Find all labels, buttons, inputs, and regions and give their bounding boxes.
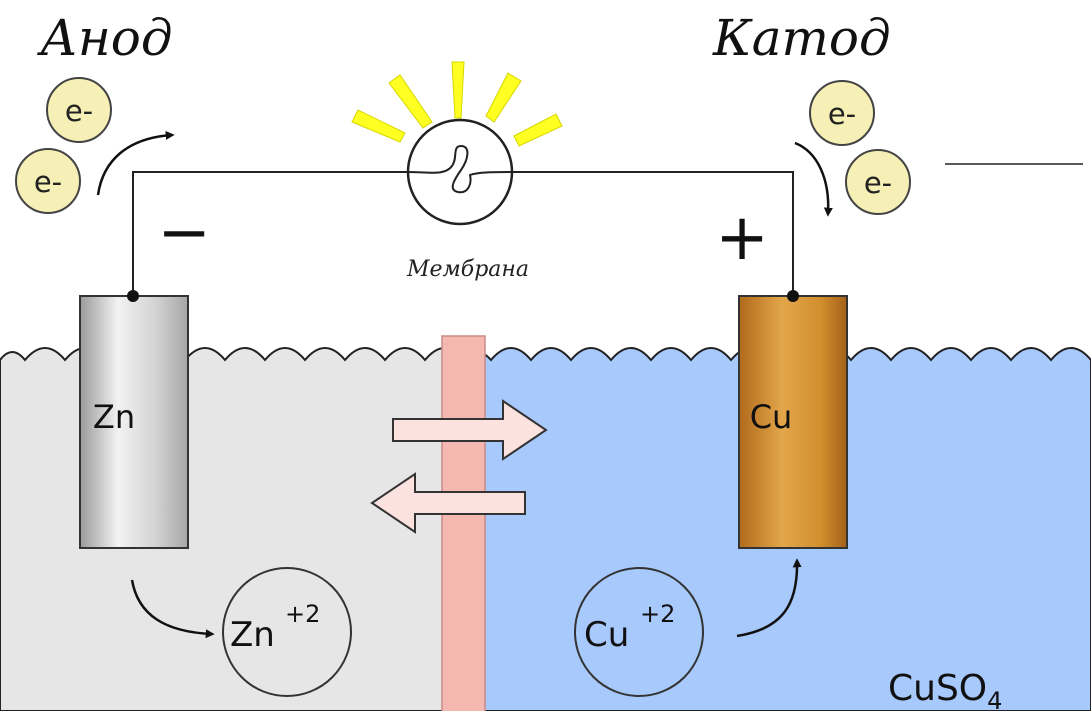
svg-text:Zn: Zn	[230, 615, 275, 655]
anode-solution	[0, 347, 464, 711]
cathode-electron-arrow	[794, 141, 833, 217]
membrane-bar	[441, 335, 486, 711]
anode-title: Анод	[37, 9, 173, 67]
light-bulb	[406, 118, 514, 226]
circuit-wire	[132, 171, 794, 296]
svg-text:e-: e-	[34, 165, 62, 199]
zinc-electrode	[79, 295, 189, 549]
anode-contact-dot	[127, 290, 139, 302]
svg-text:Cu: Cu	[584, 615, 629, 655]
bulb-filament-icon	[407, 144, 513, 194]
zinc-ion: Zn +2	[222, 567, 352, 697]
cathode-contact-dot	[787, 290, 799, 302]
svg-text:e-: e-	[65, 94, 93, 128]
zinc-electrode-label: Zn	[93, 398, 135, 436]
bulb-rays	[351, 61, 563, 147]
ion-arrow-left	[370, 472, 526, 534]
electrolyte-label: CuSO4	[888, 668, 1002, 711]
svg-text:+2: +2	[285, 600, 320, 628]
membrane-label: Мембрана	[406, 257, 529, 282]
zinc-ion-arrow	[130, 579, 215, 639]
copper-electrode-label: Cu	[750, 398, 793, 436]
cathode-electron-2: e-	[845, 149, 911, 215]
ion-arrow-right	[392, 399, 548, 461]
cathode-title: Катод	[712, 9, 891, 67]
cathode-plus-sign: +	[715, 201, 769, 275]
copper-ion-arrow	[736, 558, 802, 638]
anode-electron-2: e-	[15, 148, 81, 214]
svg-text:e-: e-	[828, 97, 856, 131]
anode-electron-arrow	[96, 130, 175, 196]
copper-electrode	[738, 295, 848, 549]
anode-minus-sign: −	[157, 196, 211, 270]
cathode-electron-1: e-	[809, 80, 875, 146]
svg-text:+2: +2	[640, 600, 675, 628]
anode-electron-1: e-	[46, 77, 112, 143]
svg-text:e-: e-	[864, 166, 892, 200]
copper-ion: Cu +2	[574, 567, 704, 697]
